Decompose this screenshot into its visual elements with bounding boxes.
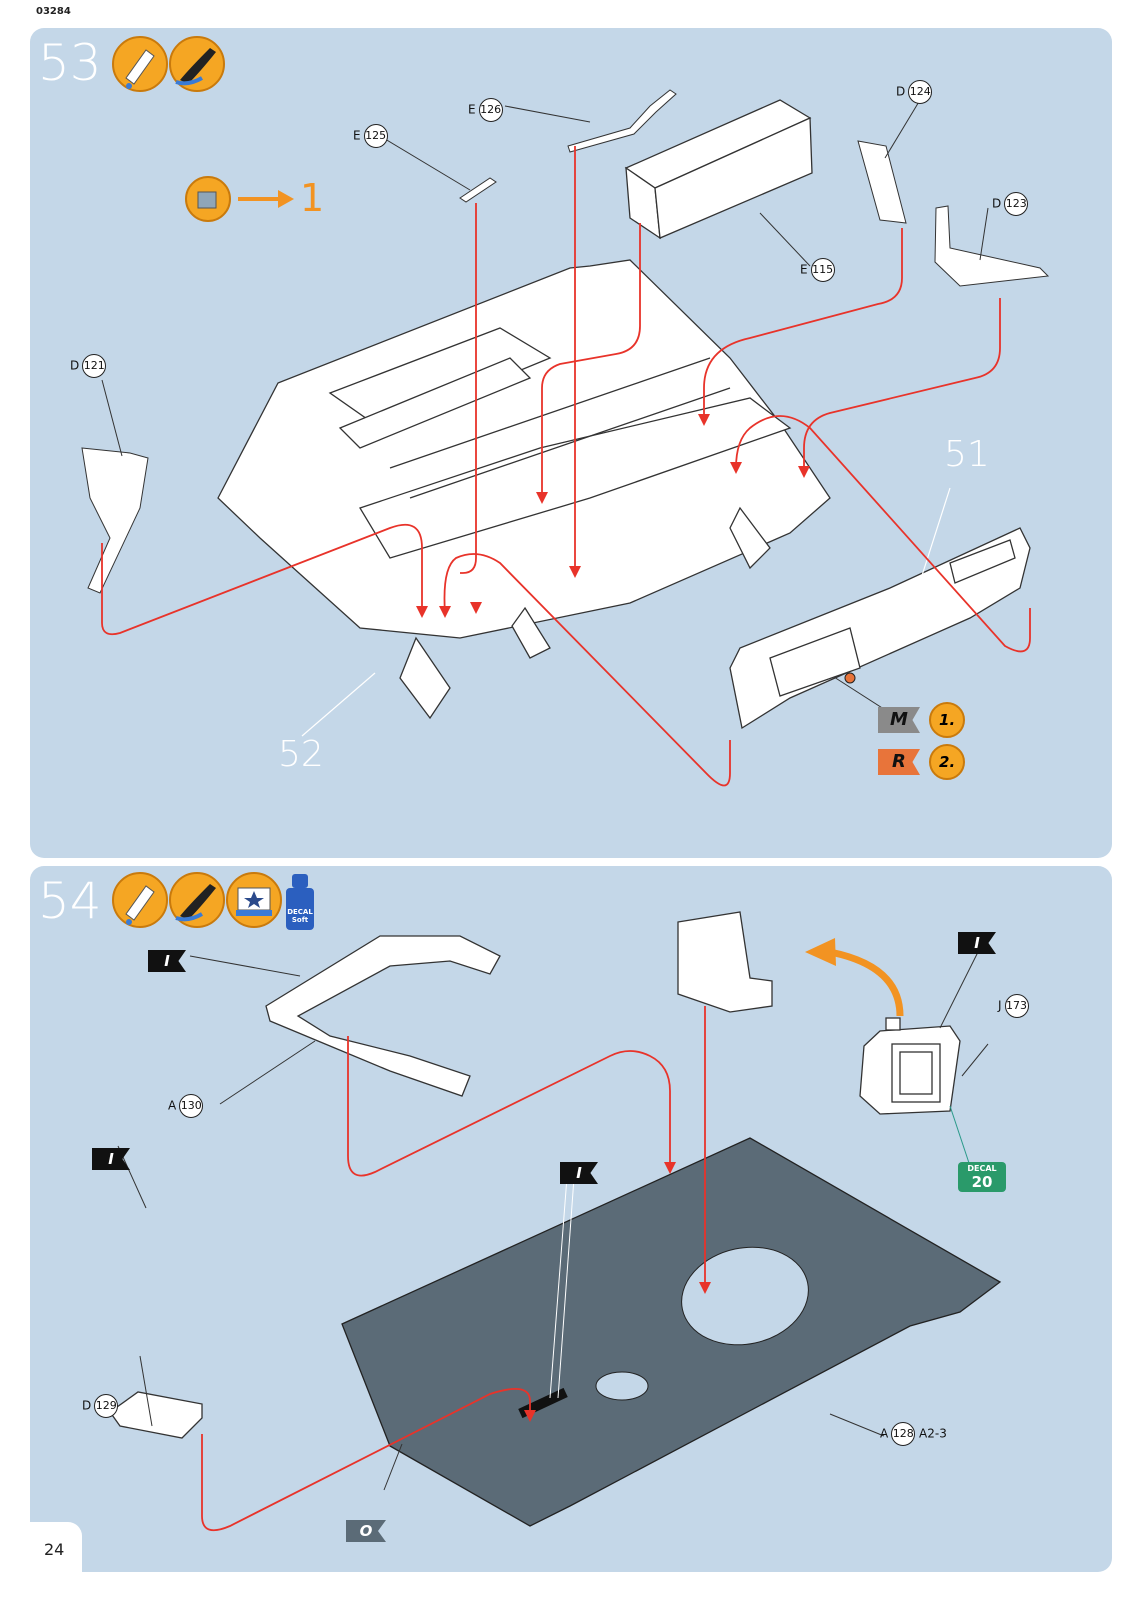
paint-code-r: R 2. bbox=[878, 744, 966, 780]
paint-code-m: M 1. bbox=[878, 702, 966, 738]
step-54-drawing bbox=[109, 872, 1002, 1532]
glue-icon bbox=[112, 872, 168, 928]
step-number: 53 bbox=[38, 34, 102, 92]
glue-icon bbox=[112, 36, 168, 92]
step-number: 54 bbox=[38, 872, 102, 930]
part-d129 bbox=[109, 1391, 203, 1439]
paint-flag: I bbox=[92, 1148, 130, 1170]
assembly-number-52: 52 bbox=[278, 734, 324, 775]
decal-bottle-label: DECAL Soft bbox=[287, 908, 313, 924]
part-e115 bbox=[624, 99, 813, 240]
part-d121 bbox=[81, 447, 149, 594]
paint-flag: I bbox=[958, 932, 996, 954]
assembly-number-51: 51 bbox=[944, 434, 990, 475]
part-d123 bbox=[934, 205, 1050, 287]
step-54-panel: 54 bbox=[30, 866, 1112, 1572]
part-j173 bbox=[859, 1017, 961, 1115]
part-a130 bbox=[265, 935, 501, 1097]
page-number: 24 bbox=[30, 1522, 82, 1572]
decal-icon bbox=[226, 872, 282, 928]
part-plate bbox=[677, 911, 773, 1013]
assembly-51 bbox=[729, 527, 1031, 730]
part-d124 bbox=[857, 140, 907, 224]
rotate-arrow bbox=[829, 948, 904, 1017]
paint-flag-o: O bbox=[346, 1520, 386, 1542]
step-53-drawing bbox=[81, 36, 1050, 787]
part-e126 bbox=[567, 89, 677, 153]
sub-assembly-arrow bbox=[185, 176, 294, 222]
step-53-panel: 53 bbox=[30, 28, 1112, 858]
decal-soft-bottle-icon bbox=[286, 874, 314, 930]
paint-flag: I bbox=[148, 950, 186, 972]
part-a128 bbox=[341, 1137, 1002, 1527]
guide-lines bbox=[101, 146, 1031, 787]
paint-icon bbox=[169, 872, 225, 928]
paint-icon bbox=[169, 36, 225, 92]
decal-number-badge: DECAL 20 bbox=[958, 1162, 1006, 1192]
part-e125 bbox=[459, 177, 497, 203]
document-code: 03284 bbox=[36, 6, 71, 17]
hull-upper-assembly bbox=[217, 259, 831, 720]
guide-arrowheads bbox=[416, 414, 810, 618]
guide-lines bbox=[201, 1006, 706, 1532]
sub-step-target: 1 bbox=[300, 176, 325, 220]
paint-flag: I bbox=[560, 1162, 598, 1184]
